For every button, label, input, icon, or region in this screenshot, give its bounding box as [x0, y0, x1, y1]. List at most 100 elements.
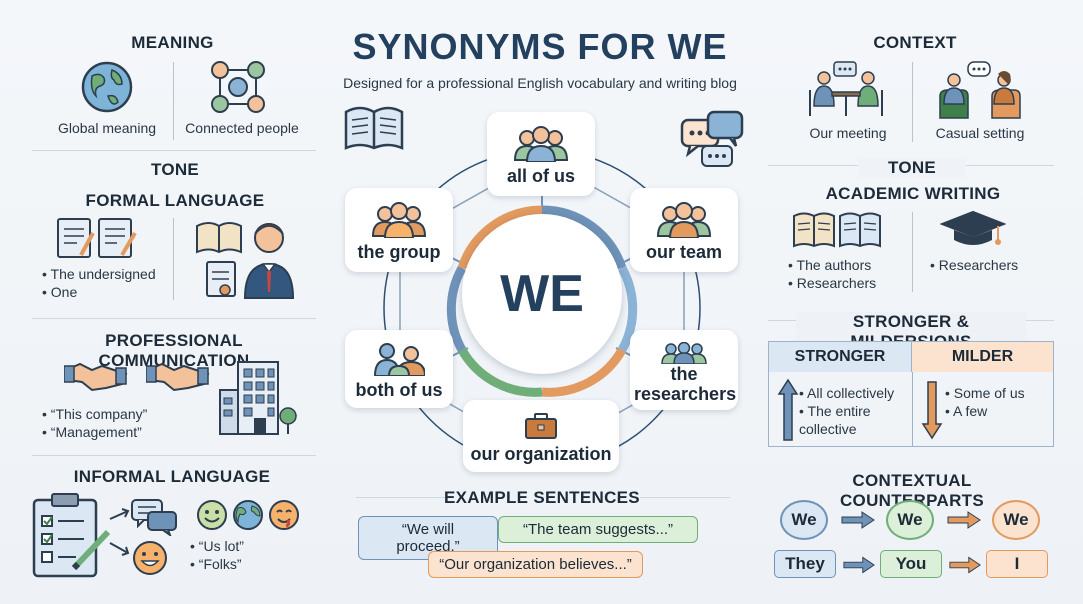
center-word: WE [500, 265, 584, 323]
divider [640, 497, 730, 498]
list-item: Researchers [930, 256, 1040, 274]
clipboard-icon [32, 493, 111, 578]
list-item: One [42, 283, 172, 301]
divider [32, 318, 316, 319]
page-title: SYNONYMS FOR WE [352, 26, 728, 67]
milder-list: Some of us A few [945, 384, 1053, 420]
arrow-icon [109, 508, 130, 556]
counterpart-we-3: We [992, 500, 1040, 540]
examples-heading: EXAMPLE SENTENCES [444, 488, 640, 507]
list-item: Some of us [945, 384, 1053, 402]
academic-heading: ACADEMIC WRITING [825, 184, 1001, 203]
list-item: “This company” [42, 405, 192, 423]
stronger-list: All collectively The entire collective [799, 384, 911, 438]
synonym-card-all-of-us[interactable]: all of us [487, 112, 595, 196]
synonym-label: our team [645, 242, 723, 262]
milder-header: MILDER [912, 342, 1053, 372]
synonym-label: the group [357, 242, 441, 262]
books-icon [793, 212, 881, 248]
list-item: A few [945, 402, 1053, 420]
smiley-icon [133, 541, 167, 575]
divider [173, 218, 174, 300]
arrow-up-icon [777, 378, 799, 441]
context-heading: CONTEXT [873, 33, 957, 52]
counterpart-we-2: We [886, 500, 934, 540]
chat-bubbles-icon [131, 499, 177, 536]
synonym-label: our organization [470, 444, 612, 464]
list-item: “Folks” [190, 555, 300, 573]
example-sentence: “The team suggests...” [498, 516, 698, 543]
two-people-icon [373, 343, 425, 376]
list-item: The authors [788, 256, 898, 274]
casual-setting-icon [939, 61, 1021, 119]
academic-bullets-right: Researchers [930, 256, 1040, 274]
formal-heading: FORMAL LANGUAGE [85, 191, 265, 210]
synonym-label: all of us [506, 166, 575, 186]
strength-table: STRONGER MILDER All collectively The ent… [768, 341, 1054, 447]
academic-bullets-left: The authors Researchers [788, 256, 898, 292]
divider [173, 62, 174, 140]
synonym-card-the-group[interactable]: the group [345, 188, 453, 272]
researchers-icon [661, 342, 707, 364]
counterpart-i: I [986, 550, 1048, 578]
divider [32, 455, 316, 456]
open-book-icon [344, 106, 404, 150]
tone-heading-right: TONE [858, 158, 966, 178]
synonym-label: both of us [355, 380, 443, 400]
diagram-connectors [344, 106, 744, 467]
context-item-meeting: Our meeting [809, 125, 887, 141]
list-item: The undersigned [42, 265, 172, 283]
group-icon [371, 202, 427, 238]
list-item: Researchers [788, 274, 898, 292]
connected-people-icon [211, 61, 265, 113]
meeting-icon [809, 61, 883, 116]
informal-bullets: “Us lot” “Folks” [190, 537, 300, 573]
handshake-icon [64, 362, 128, 392]
meaning-heading: MEANING [131, 33, 214, 52]
tone-heading-left: TONE [150, 160, 200, 179]
counterpart-we-1: We [780, 500, 828, 540]
arrow-right-icon [841, 511, 875, 529]
divider [912, 212, 913, 292]
businessman-icon [196, 222, 295, 299]
counterpart-you: You [880, 550, 942, 578]
professional-bullets: “This company” “Management” [42, 405, 192, 441]
page-subtitle: Designed for a professional English voca… [343, 75, 737, 91]
team-icon [656, 202, 712, 238]
context-item-casual: Casual setting [935, 125, 1025, 141]
divider [912, 62, 913, 142]
office-building-icon [219, 361, 297, 435]
arrow-right-icon [947, 511, 981, 529]
chat-icon [680, 110, 744, 167]
list-item: “Management” [42, 423, 192, 441]
list-item: All collectively [799, 384, 911, 402]
briefcase-icon [525, 413, 557, 439]
synonym-label: the researchers [634, 364, 737, 404]
synonym-card-the-researchers[interactable]: the researchers [630, 330, 738, 410]
stronger-header: STRONGER [769, 342, 912, 372]
divider [356, 497, 446, 498]
divider [32, 150, 316, 151]
counterpart-they: They [774, 550, 836, 578]
documents-icon [57, 218, 137, 258]
synonym-card-both-of-us[interactable]: both of us [345, 330, 453, 408]
synonym-card-our-team[interactable]: our team [630, 188, 738, 272]
synonym-card-our-organization[interactable]: our organization [463, 400, 619, 472]
handshake-icon [146, 362, 210, 392]
arrow-right-icon [843, 556, 875, 574]
emoji-icons [197, 500, 299, 530]
globe-icon [81, 61, 133, 113]
arrow-down-icon [921, 381, 943, 440]
arrow-right-icon [949, 556, 981, 574]
group-people-icon [513, 126, 569, 162]
meaning-item-global: Global meaning [57, 120, 157, 136]
meaning-item-connected: Connected people [185, 120, 299, 136]
list-item: “Us lot” [190, 537, 300, 555]
example-sentence: “Our organization believes...” [428, 551, 643, 578]
professional-heading: PROFESSIONAL COMMUNICATION [98, 331, 250, 370]
informal-heading: INFORMAL LANGUAGE [73, 467, 271, 486]
center-we-circle: WE [462, 214, 622, 374]
graduation-cap-icon [940, 210, 1006, 245]
list-item: The entire collective [799, 402, 911, 438]
formal-bullets: The undersigned One [42, 265, 172, 301]
